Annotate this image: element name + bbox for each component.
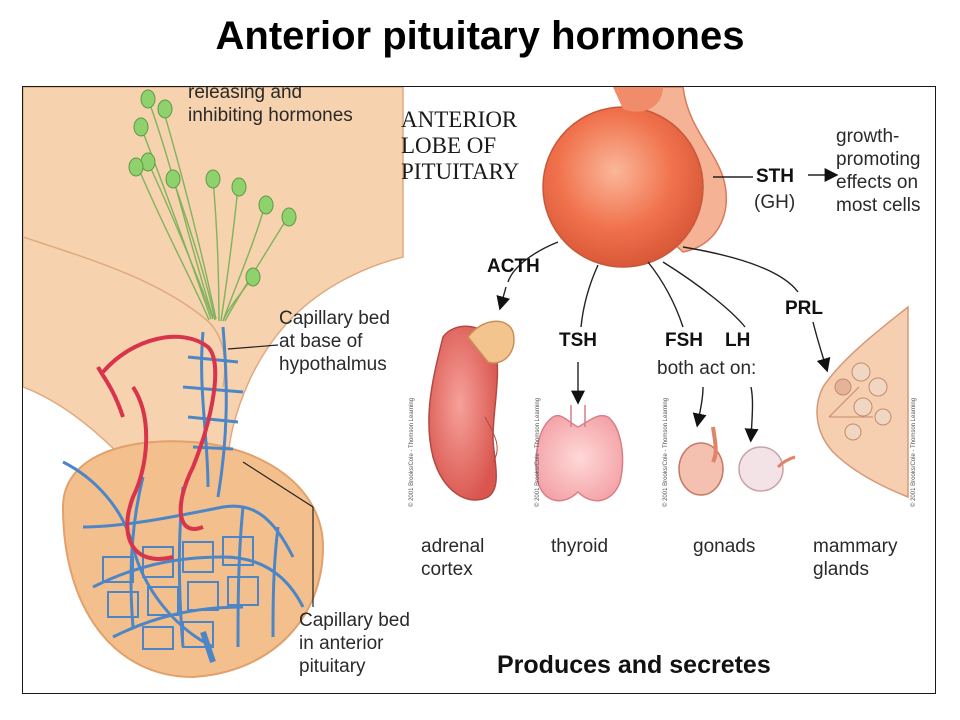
mammary-gland-organ <box>816 305 909 499</box>
capillary-hypothalamus-label: Capillary bed at base of hypothalmus <box>279 308 390 375</box>
lh-label: LH <box>725 330 751 351</box>
credit-gonads: © 2001 Brooks/Cole - Thomson Learning <box>663 397 669 507</box>
thyroid-organ <box>535 405 624 502</box>
diagram-frame: releasing and inhibiting hormones ANTERI… <box>22 86 936 694</box>
acth-label: ACTH <box>487 256 540 277</box>
prl-label: PRL <box>785 298 823 319</box>
thyroid-label: thyroid <box>551 536 609 557</box>
diagram-figure <box>23 87 909 679</box>
pituitary-gland <box>542 87 728 268</box>
credit-mammary: © 2001 Brooks/Cole - Thomson Learning <box>911 397 917 507</box>
hormone-lines <box>496 168 839 443</box>
both-act-on-label: both act on: <box>657 358 757 379</box>
gonads-label: gonads <box>693 536 756 557</box>
anterior-lobe-label: ANTERIOR LOBE OF PITUITARY <box>401 107 520 184</box>
tsh-label: TSH <box>559 330 597 351</box>
adrenal-cortex-organ <box>428 320 515 501</box>
page-title: Anterior pituitary hormones <box>215 14 745 58</box>
capillary-network <box>102 536 259 650</box>
adrenal-cortex-label: adrenal cortex <box>421 536 485 580</box>
neuron-cell-bodies <box>128 89 297 287</box>
produces-secretes-label: Produces and secretes <box>497 651 771 679</box>
capillary-anterior-label: Capillary bed in anterior pituitary <box>299 610 410 677</box>
fsh-label: FSH <box>665 330 703 351</box>
credit-thyroid: © 2001 Brooks/Cole - Thomson Learning <box>535 397 541 507</box>
neurosecretory-neurons <box>137 98 289 322</box>
mammary-glands-label: mammary glands <box>813 536 898 580</box>
gonads-organs <box>678 426 796 496</box>
gh-label: (GH) <box>754 192 796 213</box>
releasing-hormones-label: releasing and inhibiting hormones <box>188 86 353 126</box>
growth-effects-label: growth- promoting effects on most cells <box>836 126 921 216</box>
arteries <box>96 334 218 561</box>
pointer-lines <box>227 344 314 607</box>
sth-label: STH <box>756 166 794 187</box>
credit-adrenal: © 2001 Brooks/Cole - Thomson Learning <box>409 397 415 507</box>
